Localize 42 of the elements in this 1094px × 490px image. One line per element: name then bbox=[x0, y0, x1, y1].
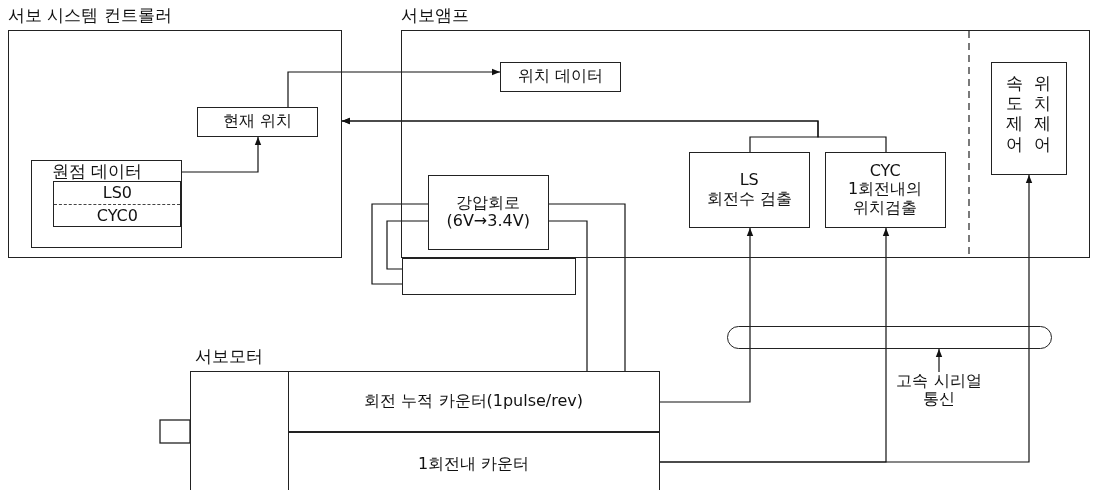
box-label: 위치 데이터 bbox=[517, 67, 603, 86]
box-label: (6V→3.4V) bbox=[446, 212, 530, 231]
arrow bbox=[287, 68, 501, 108]
counter-box bbox=[287, 370, 660, 432]
connector-line bbox=[386, 220, 429, 270]
circuit-box bbox=[427, 174, 549, 250]
detector-box bbox=[824, 151, 946, 228]
table-text: LS0 bbox=[101, 182, 133, 204]
vertical-label: 위치제어 bbox=[1033, 72, 1052, 155]
box-heading: 서보 시스템 컨트롤러 bbox=[8, 4, 172, 27]
box-label: CYC bbox=[869, 162, 901, 181]
connector-line bbox=[659, 325, 1030, 463]
arrow bbox=[181, 136, 262, 173]
process-box bbox=[196, 106, 318, 137]
table-text: CYC0 bbox=[54, 203, 181, 227]
data-box bbox=[30, 159, 182, 248]
box-label: 1회전내 카운터 bbox=[418, 455, 530, 474]
box-label: 회전 누적 카운터(1pulse/rev) bbox=[364, 392, 584, 411]
callout-text: 고속 시리얼 통신 bbox=[895, 372, 983, 409]
box-label: 회전수 검출 bbox=[706, 189, 792, 209]
battery-box bbox=[402, 258, 576, 295]
data-table bbox=[53, 181, 182, 228]
arrow bbox=[935, 348, 943, 373]
box-heading: 원점 데이터 bbox=[51, 159, 143, 183]
connector-line bbox=[371, 203, 429, 285]
connector-line bbox=[548, 203, 626, 372]
process-box bbox=[499, 61, 621, 92]
detector-box bbox=[688, 151, 810, 228]
counter-box bbox=[287, 431, 660, 490]
box-heading: 서보앰프 bbox=[401, 4, 469, 27]
arrow bbox=[1025, 174, 1033, 327]
box-label: 1회전내의 위치검출 bbox=[847, 180, 924, 218]
connector-line bbox=[548, 220, 588, 372]
vertical-label: 속도제어 bbox=[1005, 72, 1024, 155]
arrow bbox=[746, 227, 754, 327]
arrow bbox=[882, 227, 890, 327]
box-label: LS bbox=[739, 171, 759, 190]
box-heading: 서보모터 bbox=[195, 345, 263, 368]
box-label: 현재 위치 bbox=[222, 112, 292, 131]
control-box bbox=[990, 61, 1067, 175]
box-label: 강압회로 bbox=[456, 193, 521, 213]
connector-line bbox=[659, 325, 751, 403]
